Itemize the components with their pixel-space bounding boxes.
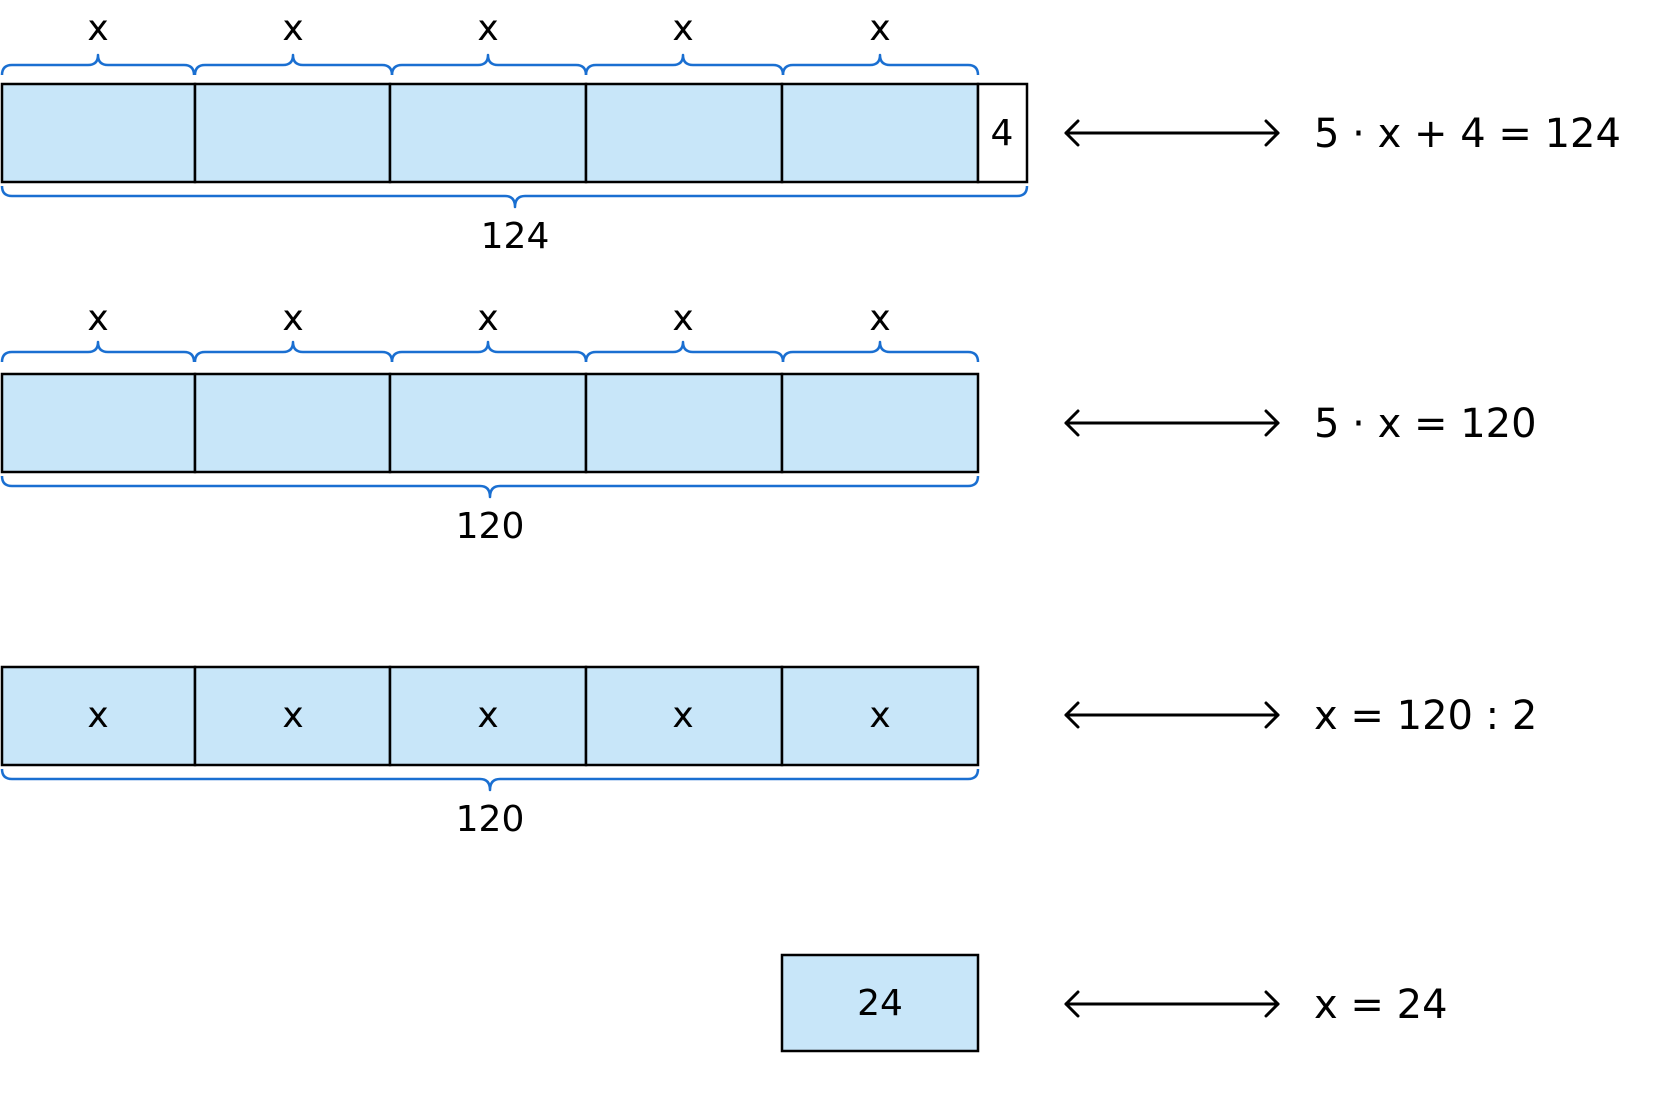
top-brace bbox=[0, 340, 196, 363]
tape-segment bbox=[0, 665, 197, 767]
tape-segment bbox=[0, 372, 197, 474]
single-segment bbox=[780, 953, 980, 1053]
segment-label-x: x bbox=[282, 695, 303, 736]
top-label-x: x bbox=[477, 8, 498, 49]
top-brace bbox=[584, 53, 785, 76]
top-label-x: x bbox=[869, 298, 890, 339]
tape-segment bbox=[780, 82, 980, 184]
top-label-x: x bbox=[282, 298, 303, 339]
segment-label-x: x bbox=[87, 695, 108, 736]
top-label-x: x bbox=[672, 8, 693, 49]
tape-segment bbox=[780, 372, 980, 474]
top-brace bbox=[193, 340, 394, 363]
row-1: x x x x x 4 124 5 · x + 4 = 124 bbox=[0, 8, 1621, 257]
tape-segment bbox=[584, 372, 784, 474]
row-3: x x x x x 120 x = 120 : 2 bbox=[0, 665, 1537, 840]
segment-label-x: x bbox=[869, 695, 890, 736]
tape-segment bbox=[0, 82, 197, 184]
extra-segment bbox=[976, 82, 1029, 184]
tape-segment bbox=[388, 82, 588, 184]
double-arrow-icon bbox=[1064, 990, 1280, 1018]
single-segment-label: 24 bbox=[857, 983, 903, 1024]
total-label: 120 bbox=[456, 506, 525, 547]
top-brace bbox=[0, 53, 196, 76]
tape-segment bbox=[193, 665, 392, 767]
top-label-x: x bbox=[477, 298, 498, 339]
equation: 5 · x + 4 = 124 bbox=[1314, 111, 1621, 157]
top-label-x: x bbox=[87, 298, 108, 339]
row-4: 24 x = 24 bbox=[780, 953, 1448, 1053]
top-brace bbox=[584, 340, 785, 363]
extra-segment-label: 4 bbox=[991, 113, 1014, 154]
segment-label-x: x bbox=[672, 695, 693, 736]
top-label-x: x bbox=[87, 8, 108, 49]
top-brace bbox=[781, 340, 980, 363]
tape-segment bbox=[193, 372, 392, 474]
equation: 5 · x = 120 bbox=[1314, 401, 1537, 447]
double-arrow-icon bbox=[1064, 701, 1280, 729]
top-label-x: x bbox=[282, 8, 303, 49]
top-label-x: x bbox=[672, 298, 693, 339]
total-label: 124 bbox=[481, 216, 550, 257]
total-label: 120 bbox=[456, 799, 525, 840]
tape-segment bbox=[584, 82, 784, 184]
double-arrow-icon bbox=[1064, 409, 1280, 437]
top-brace bbox=[390, 340, 588, 363]
tape-segment bbox=[388, 372, 588, 474]
tape-segment bbox=[780, 665, 980, 767]
row-2: x x x x x 120 5 · x = 120 bbox=[0, 298, 1537, 547]
top-label-x: x bbox=[869, 8, 890, 49]
top-brace bbox=[781, 53, 980, 76]
bottom-brace bbox=[0, 475, 980, 499]
top-brace bbox=[390, 53, 588, 76]
bottom-brace bbox=[0, 185, 1029, 209]
double-arrow-icon bbox=[1064, 119, 1280, 147]
tape-segment bbox=[193, 82, 392, 184]
equation: x = 24 bbox=[1314, 982, 1448, 1028]
segment-label-x: x bbox=[477, 695, 498, 736]
equation: x = 120 : 2 bbox=[1314, 693, 1537, 739]
tape-segment bbox=[388, 665, 588, 767]
top-brace bbox=[193, 53, 394, 76]
bottom-brace bbox=[0, 768, 980, 792]
